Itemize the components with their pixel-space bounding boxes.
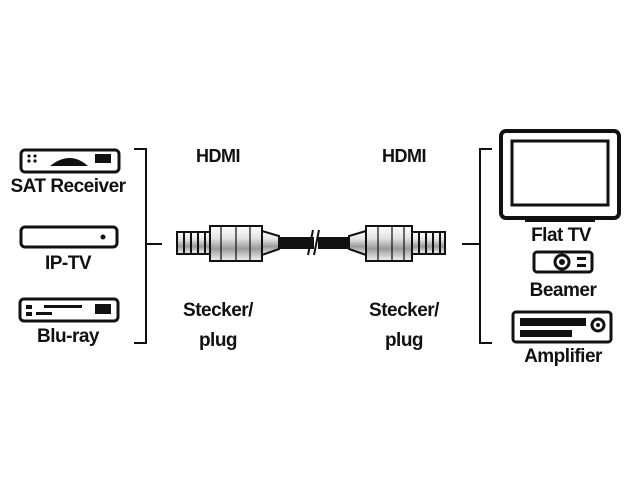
blu-ray-player-icon <box>18 297 120 323</box>
plug-left-label: Stecker/ plug <box>183 296 253 356</box>
plug-right-line-1: Stecker/ <box>369 300 439 321</box>
sat-receiver-label: SAT Receiver <box>10 176 126 197</box>
plug-right-line-2: plug <box>384 330 424 351</box>
blu-ray-label: Blu-ray <box>37 326 99 347</box>
plug-left-line-1: Stecker/ <box>183 300 253 321</box>
ip-tv-box-icon <box>19 225 119 249</box>
hdmi-right-label: HDMI <box>382 146 427 166</box>
amplifier-icon <box>511 310 613 344</box>
beamer-label: Beamer <box>529 280 597 301</box>
plug-left-line-2: plug <box>198 330 238 351</box>
left-device-bracket <box>134 148 162 344</box>
flat-tv-icon <box>499 129 621 222</box>
plug-right-label: Stecker/ plug <box>369 296 439 356</box>
sat-receiver-icon <box>19 148 121 174</box>
hdmi-cable-icon <box>176 225 446 262</box>
amplifier-label: Amplifier <box>524 346 602 367</box>
flat-tv-label: Flat TV <box>531 225 591 246</box>
beamer-icon <box>532 250 594 274</box>
ip-tv-label: IP-TV <box>44 253 92 274</box>
hdmi-left-label: HDMI <box>196 146 241 166</box>
right-device-bracket <box>462 148 492 344</box>
